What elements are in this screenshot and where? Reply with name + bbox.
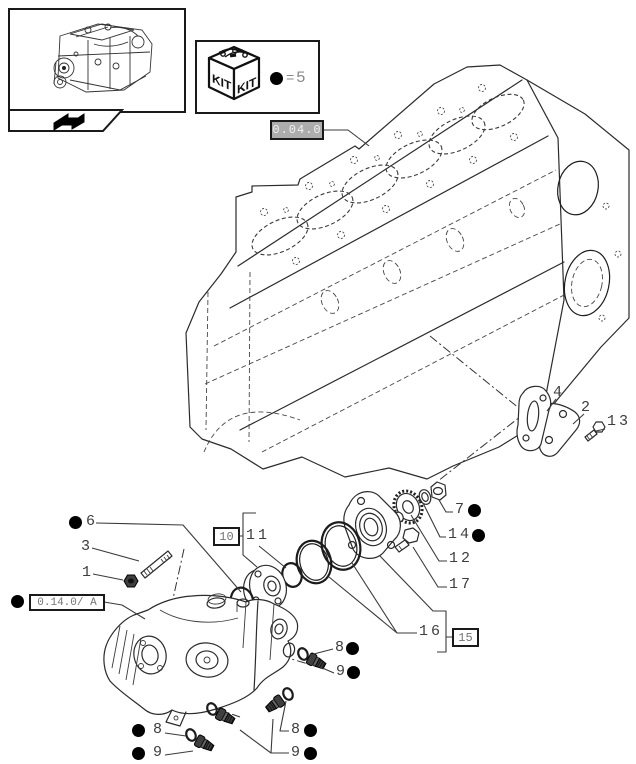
callout-11-label[interactable]: 11 bbox=[246, 527, 271, 544]
bearing-flange-15 bbox=[343, 491, 401, 559]
callout-8-label-bottom-left[interactable]: 8 bbox=[153, 721, 166, 738]
kit-equals-sign: = bbox=[286, 71, 295, 87]
callout-9-label-bottom-left[interactable]: 9 bbox=[153, 744, 166, 761]
callout-8-dot-bottom-right bbox=[304, 724, 317, 737]
pump-ref-label: 0.14.0/ A bbox=[37, 596, 97, 609]
nut-1 bbox=[123, 574, 139, 588]
callout-7-label[interactable]: 7 bbox=[455, 501, 468, 518]
engine-block-drawing bbox=[185, 64, 630, 480]
pump-ref-dot bbox=[11, 595, 24, 608]
callout-13-label[interactable]: 13 bbox=[607, 413, 632, 430]
callout-6-dot bbox=[69, 516, 82, 529]
kit-box: KIT KIT bbox=[195, 40, 320, 114]
stud-3 bbox=[140, 550, 173, 579]
drive-gear-12 bbox=[392, 489, 424, 525]
callout-15-label: 15 bbox=[458, 630, 473, 645]
bolt-13 bbox=[584, 421, 606, 442]
washer-14 bbox=[418, 489, 432, 505]
callout-9-dot-bottom-right bbox=[304, 747, 317, 760]
page-marker-tab bbox=[8, 109, 124, 132]
callout-8-dot-bottom-left bbox=[132, 724, 145, 737]
callout-9-dot-mid bbox=[347, 666, 360, 679]
callout-10-label: 10 bbox=[219, 529, 234, 544]
callout-6-label[interactable]: 6 bbox=[86, 513, 99, 530]
callout-8-label-mid[interactable]: 8 bbox=[335, 639, 348, 656]
kit-cube-icon: KIT KIT bbox=[207, 45, 261, 101]
leader-lines bbox=[91, 129, 606, 756]
pump-ref-box[interactable]: 0.14.0/ A bbox=[29, 594, 105, 611]
engine-thumbnail bbox=[53, 23, 153, 93]
fitting-set-bottom-left bbox=[185, 728, 215, 752]
callout-16-label[interactable]: 16 bbox=[419, 623, 444, 640]
thumbnail-box[interactable] bbox=[8, 8, 186, 113]
callout-9-dot-bottom-left bbox=[132, 747, 145, 760]
callout-9-label-mid[interactable]: 9 bbox=[336, 663, 349, 680]
callout-3-label[interactable]: 3 bbox=[81, 538, 94, 555]
callout-17-label[interactable]: 17 bbox=[449, 576, 474, 593]
fitting-set-center bbox=[206, 702, 236, 725]
bolt-17 bbox=[394, 527, 420, 553]
fitting-set-right bbox=[264, 687, 294, 713]
callout-8-label-bottom-right[interactable]: 8 bbox=[291, 721, 304, 738]
section-ref-label: 0.04.0 bbox=[272, 123, 322, 137]
callout-14-label[interactable]: 14 bbox=[448, 526, 473, 543]
callout-9-label-bottom-right[interactable]: 9 bbox=[291, 744, 304, 761]
callout-4-label[interactable]: 4 bbox=[553, 384, 566, 401]
callout-1-label[interactable]: 1 bbox=[82, 564, 95, 581]
nut-7 bbox=[430, 481, 447, 501]
injection-pump-drawing bbox=[103, 593, 299, 727]
section-ref-box[interactable]: 0.04.0 bbox=[270, 120, 324, 140]
callout-14-dot bbox=[472, 529, 485, 542]
callout-10-box[interactable]: 10 bbox=[213, 527, 240, 546]
page-marker-icon bbox=[53, 113, 85, 131]
fitting-set-mid bbox=[297, 647, 327, 670]
callout-12-label[interactable]: 12 bbox=[449, 550, 474, 567]
kit-quantity-value: 5 bbox=[296, 69, 306, 87]
mount-bracket-plate-4 bbox=[516, 385, 552, 452]
bolt-hole-pattern bbox=[260, 84, 622, 322]
kit-quantity-dot bbox=[270, 72, 283, 85]
callout-2-label[interactable]: 2 bbox=[581, 399, 594, 416]
callout-7-dot bbox=[468, 504, 481, 517]
callout-15-box[interactable]: 15 bbox=[452, 628, 479, 647]
callout-8-dot-mid bbox=[346, 642, 359, 655]
